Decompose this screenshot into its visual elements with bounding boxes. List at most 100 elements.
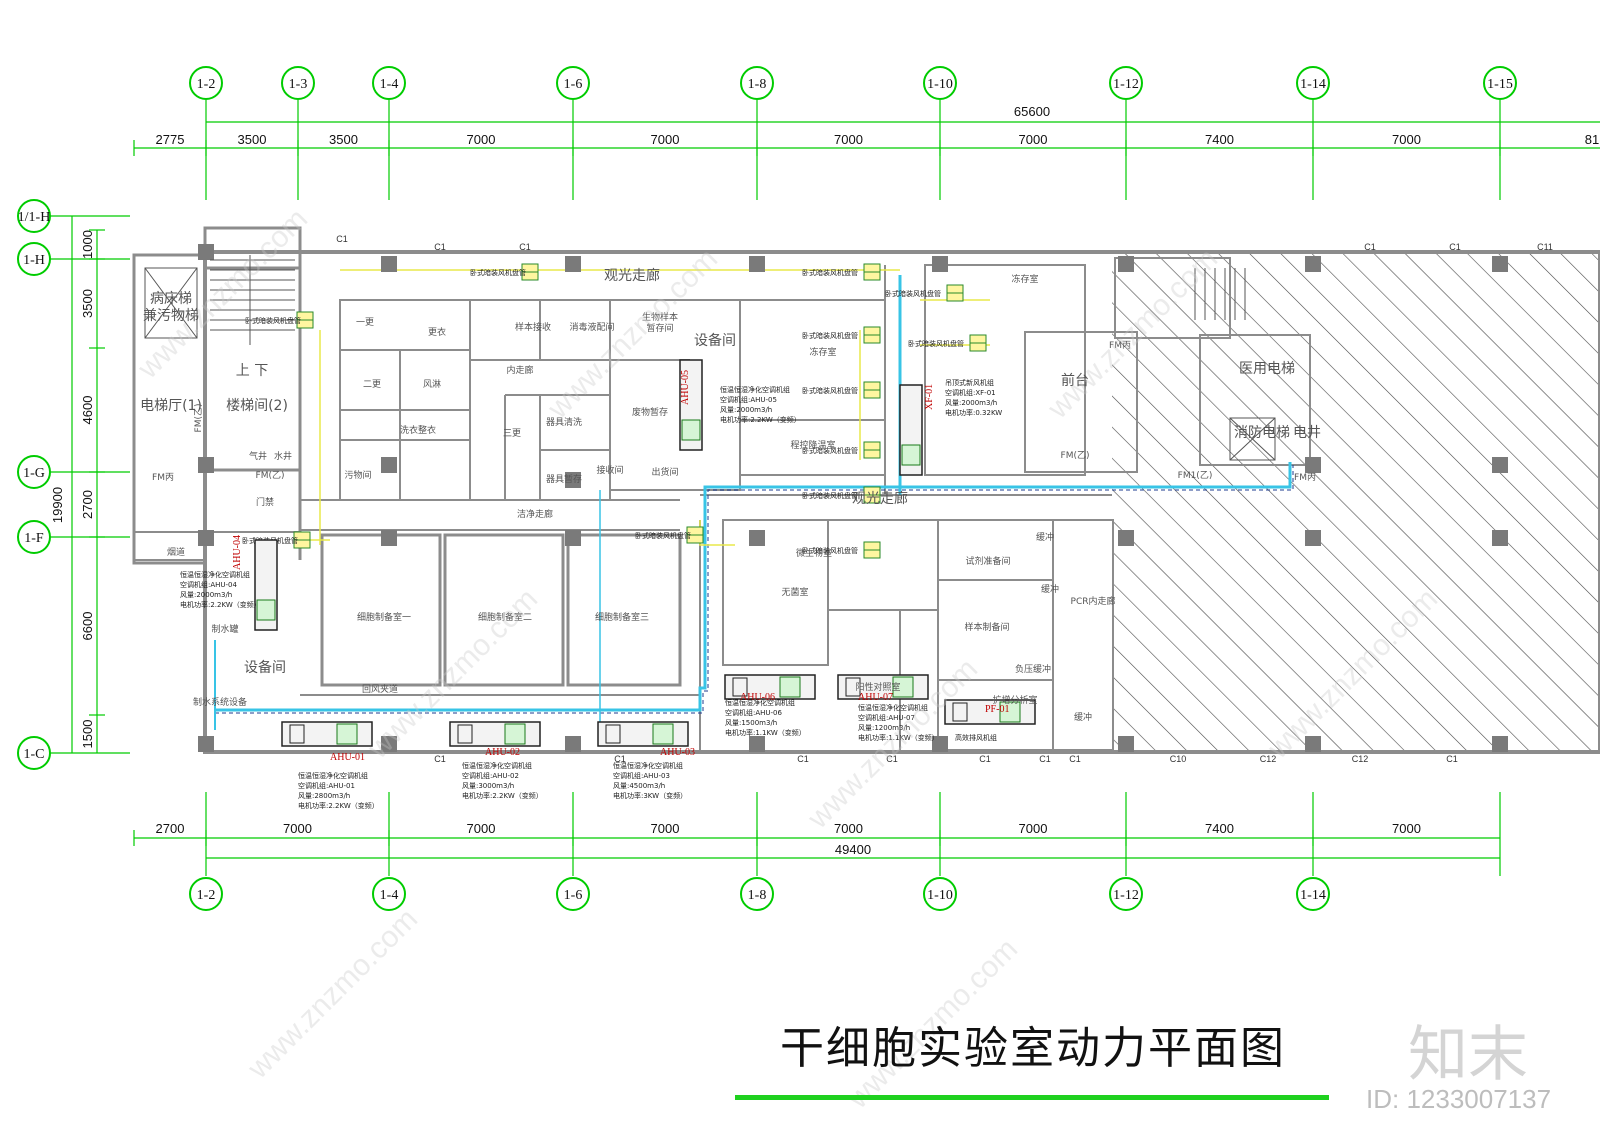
room-label-waste-store: 废物暂存 xyxy=(632,406,668,418)
stair-left xyxy=(210,255,295,345)
column xyxy=(1492,530,1508,546)
room-label-positive: 阳性对照室 xyxy=(855,681,900,693)
ahu-tag: AHU-06 xyxy=(740,692,775,703)
room-label-change3: 三更 xyxy=(503,428,521,439)
dim-segment: 7000 xyxy=(1019,821,1048,836)
fan-coil-unit: 卧式暗装风机盘管 xyxy=(635,526,704,544)
ahu-tag: AHU-01 xyxy=(330,752,365,763)
room-label-buffer2: 缓冲 xyxy=(1041,583,1059,595)
dim-segment: 7000 xyxy=(1019,132,1048,147)
ahu-ahu-03: AHU-03恒温恒湿净化空调机组空调机组:AHU-03风量:4500m3/h电机… xyxy=(597,721,695,800)
ahu-spec-line: 吊顶式新风机组 xyxy=(945,378,994,387)
room-label-inner-corridor: 内走廊 xyxy=(506,364,533,376)
fan-coil-label: 卧式暗装风机盘管 xyxy=(802,386,858,395)
column xyxy=(565,736,581,752)
room-label-sample-prep: 样本制备间 xyxy=(964,621,1009,633)
dim-segment: 1000 xyxy=(80,230,95,259)
ahu-spec-line: 空调机组:AHU-03 xyxy=(613,771,670,780)
ahu-spec-line: 电机功率:1.1KW（变频） xyxy=(725,728,806,737)
column xyxy=(198,530,214,546)
dim-segment: 81 xyxy=(1585,132,1599,147)
ahu-spec-line: 高效排风机组 xyxy=(955,733,997,742)
dim-segment: 2775 xyxy=(156,132,185,147)
column xyxy=(1118,736,1134,752)
fan-coil-units: 卧式暗装风机盘管卧式暗装风机盘管卧式暗装风机盘管卧式暗装风机盘管卧式暗装风机盘管… xyxy=(242,263,987,559)
dim-total: 19900 xyxy=(50,487,65,523)
room-label-electric-well: 电井 xyxy=(1293,425,1321,441)
room-label-reagent: 试剂准备间 xyxy=(965,555,1010,567)
axis-label: 1-C xyxy=(24,747,45,762)
dim-segment: 7000 xyxy=(651,821,680,836)
dim-segment: 7000 xyxy=(834,821,863,836)
column xyxy=(749,256,765,272)
room-label-equip-mid: 设备间 xyxy=(694,332,736,349)
room-label-cell1: 细胞制备室一 xyxy=(357,611,411,623)
ahu-spec-line: 电机功率:0.32KW xyxy=(945,408,1002,417)
ahu-spec-line: 空调机组:AHU-06 xyxy=(725,708,783,717)
room-label-elevator-hall: 电梯厅(1) xyxy=(140,398,202,414)
axis-bubble xyxy=(1296,66,1330,100)
fan-coil-unit: 卧式暗装风机盘管 xyxy=(802,441,881,459)
dim-segment: 7400 xyxy=(1205,821,1234,836)
ahu-spec-line: 恒温恒湿净化空调机组 xyxy=(180,570,250,579)
room-label-change1: 一更 xyxy=(356,317,374,328)
column xyxy=(1118,256,1134,272)
room-label-front-desk: 前台 xyxy=(1061,372,1089,389)
room-label-disinfect: 消毒液配间 xyxy=(569,321,614,333)
room-label-tool-wash: 器具清洗 xyxy=(546,416,582,428)
room-label-door-ctrl: 门禁 xyxy=(256,496,274,508)
ahu-spec-line: 恒温恒湿净化空调机组 xyxy=(462,761,532,770)
dim-segment: 7000 xyxy=(1392,821,1421,836)
column xyxy=(1305,457,1321,473)
dim-segment: 3500 xyxy=(80,289,95,318)
room-label-recycle: 污物间 xyxy=(344,469,371,481)
column xyxy=(749,736,765,752)
hatched-area xyxy=(1112,252,1600,752)
dim-segment: 2700 xyxy=(156,821,185,836)
room-label-smoke: 烟道 xyxy=(167,546,185,558)
drawing-title: 干细胞实验室动力平面图 xyxy=(780,1023,1286,1074)
dim-segment: 7000 xyxy=(467,821,496,836)
room-label-stair-2: 楼梯间(2) xyxy=(226,398,288,414)
column xyxy=(1305,530,1321,546)
room-label-med-elevator: 医用电梯 xyxy=(1239,361,1295,377)
fan-coil-label: 卧式暗装风机盘管 xyxy=(802,446,858,455)
room-label-pcr: PCR内走廊 xyxy=(1071,595,1116,607)
dim-segment: 7000 xyxy=(467,132,496,147)
column-label: C1 xyxy=(886,754,898,764)
room-label-stair-updown: 上 下 xyxy=(236,363,268,379)
dim-segment: 1500 xyxy=(80,720,95,749)
column xyxy=(381,457,397,473)
fan-coil-unit: 卧式暗装风机盘管 xyxy=(802,263,881,281)
room-labels: 病床梯兼污物梯上 下电梯厅(1)楼梯间(2)气井水井烟道门禁设备间制水罐制水系统… xyxy=(140,267,1321,723)
axis-bubble xyxy=(740,877,774,911)
room-label-water-well: 水井 xyxy=(274,450,292,462)
axis-bubble xyxy=(17,242,51,276)
column xyxy=(1492,457,1508,473)
room-label-water-sys: 制水系统设备 xyxy=(193,696,247,708)
room-label-sightseeing: 观光走廊 xyxy=(852,490,908,507)
column-label: C12 xyxy=(1260,754,1277,764)
column-label: C1 xyxy=(434,754,446,764)
door-tag: FM1(乙) xyxy=(1178,470,1213,481)
room-label-sterile: 无菌室 xyxy=(781,586,808,598)
room-label-program-cool: 程控降温室 xyxy=(790,439,835,451)
ahu-spec-line: 空调机组:AHU-04 xyxy=(180,580,238,589)
room-label-clean-corridor: 洁净走廊 xyxy=(517,508,553,520)
axis-bubble xyxy=(189,877,223,911)
ahu-spec-line: 风量:3000m3/h xyxy=(462,782,514,790)
structural-columns xyxy=(198,244,1508,752)
fan-coil-label: 卧式暗装风机盘管 xyxy=(802,268,858,277)
column-label: C1 xyxy=(614,754,626,764)
ahu-spec-line: 风量:2000m3/h xyxy=(720,406,772,414)
door-tag: FM(乙) xyxy=(256,470,285,481)
ahu-ahu-02: AHU-02恒温恒湿净化空调机组空调机组:AHU-02风量:3000m3/h电机… xyxy=(449,721,543,800)
axis-bubble xyxy=(1109,877,1143,911)
ahu-spec-line: 风量:2800m3/h xyxy=(298,792,350,800)
ahu-spec-line: 风量:2000m3/h xyxy=(945,399,997,407)
dim-segment: 4600 xyxy=(80,396,95,425)
room-label-cold1: 冻存室 xyxy=(1011,273,1038,285)
axis-label: 1-4 xyxy=(380,888,399,903)
